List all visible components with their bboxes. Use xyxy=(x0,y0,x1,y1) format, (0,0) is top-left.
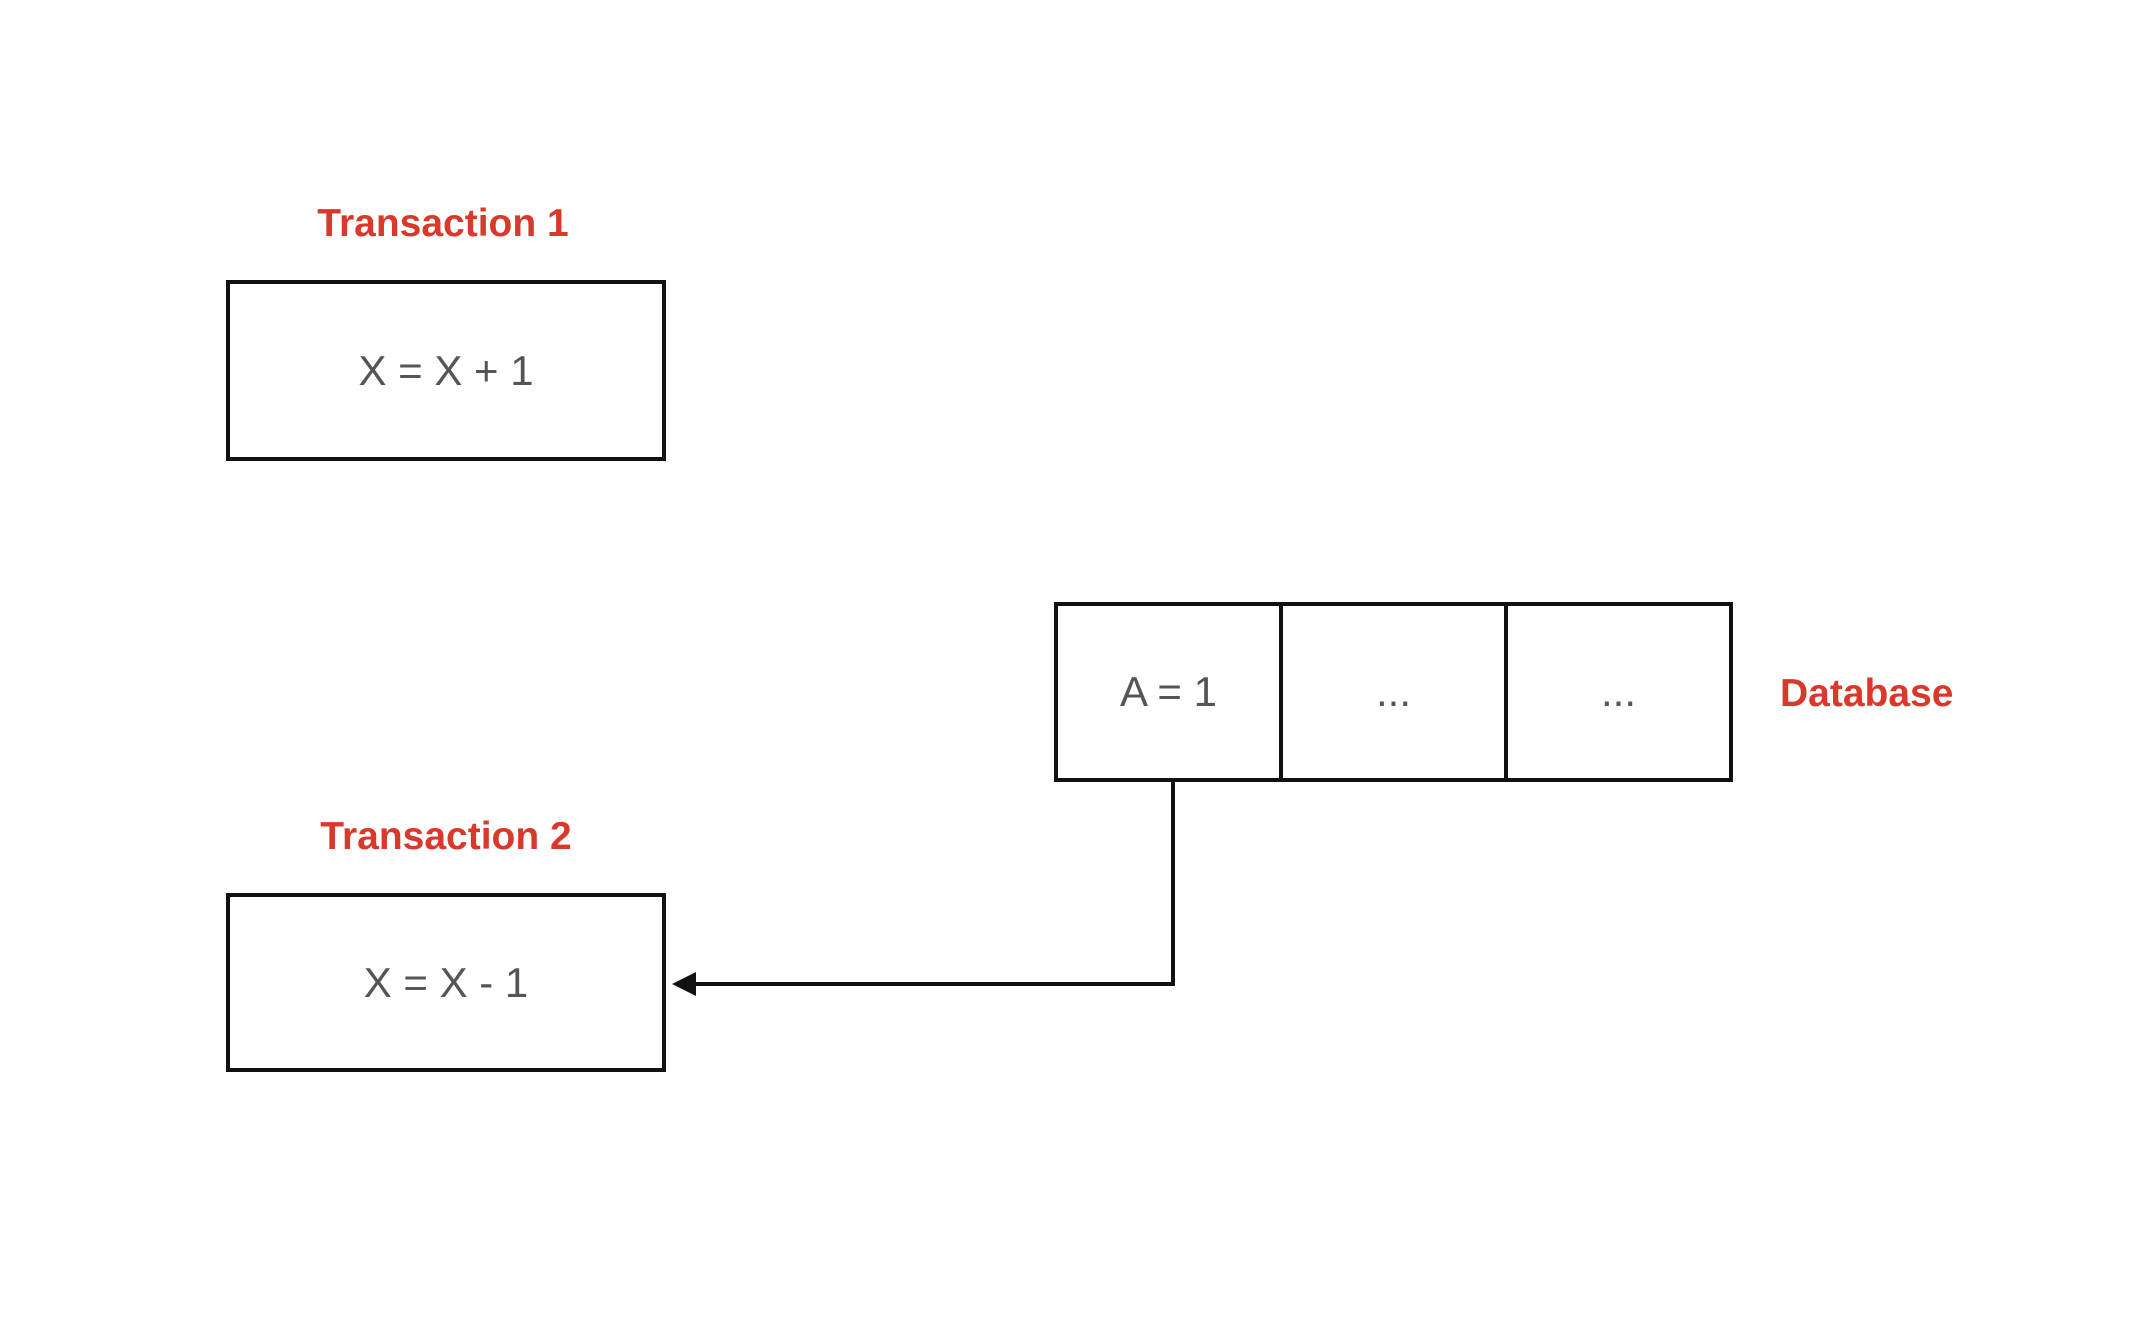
transaction-2-operation: X = X - 1 xyxy=(363,958,529,1006)
transaction-2-title: Transaction 2 xyxy=(320,815,572,858)
database-cell-value: A = 1 xyxy=(1120,668,1217,715)
transaction-1-operation: X = X + 1 xyxy=(358,346,534,394)
database-cell: A = 1 xyxy=(1058,606,1279,778)
database-cell: ... xyxy=(1504,606,1729,778)
transaction-1-title: Transaction 1 xyxy=(317,202,569,245)
database-cell-value: ... xyxy=(1600,668,1636,715)
transaction-2-box: X = X - 1 xyxy=(226,893,666,1072)
database-cell: ... xyxy=(1279,606,1504,778)
read-arrow-line xyxy=(690,782,1175,986)
transaction-1-box: X = X + 1 xyxy=(226,280,666,461)
database-row: A = 1 ... ... xyxy=(1054,602,1733,782)
arrow-head-icon xyxy=(672,972,696,996)
database-label: Database xyxy=(1780,672,1954,715)
database-cell-value: ... xyxy=(1375,668,1411,715)
